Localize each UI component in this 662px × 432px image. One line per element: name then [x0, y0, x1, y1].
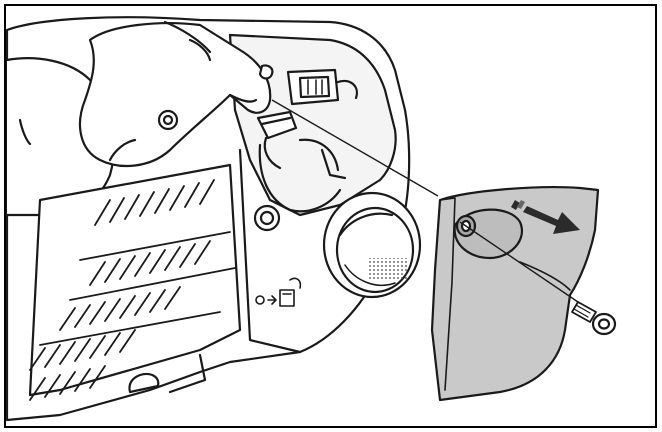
grille-dots	[368, 258, 408, 280]
vent-ribs	[29, 179, 236, 401]
round-vent-grille	[322, 191, 422, 299]
fuel-arrow-symbol	[255, 277, 302, 307]
finger-pulling-connector	[78, 20, 272, 167]
alignment-line	[271, 99, 579, 303]
housing-body	[5, 16, 411, 422]
removal-arrow	[511, 200, 580, 234]
side-cover-panel	[430, 186, 600, 402]
inner-channel	[258, 143, 342, 213]
socket-connector	[258, 64, 358, 106]
mounting-boss	[157, 109, 281, 232]
retaining-screw	[571, 301, 617, 336]
connector-plug	[256, 110, 298, 170]
